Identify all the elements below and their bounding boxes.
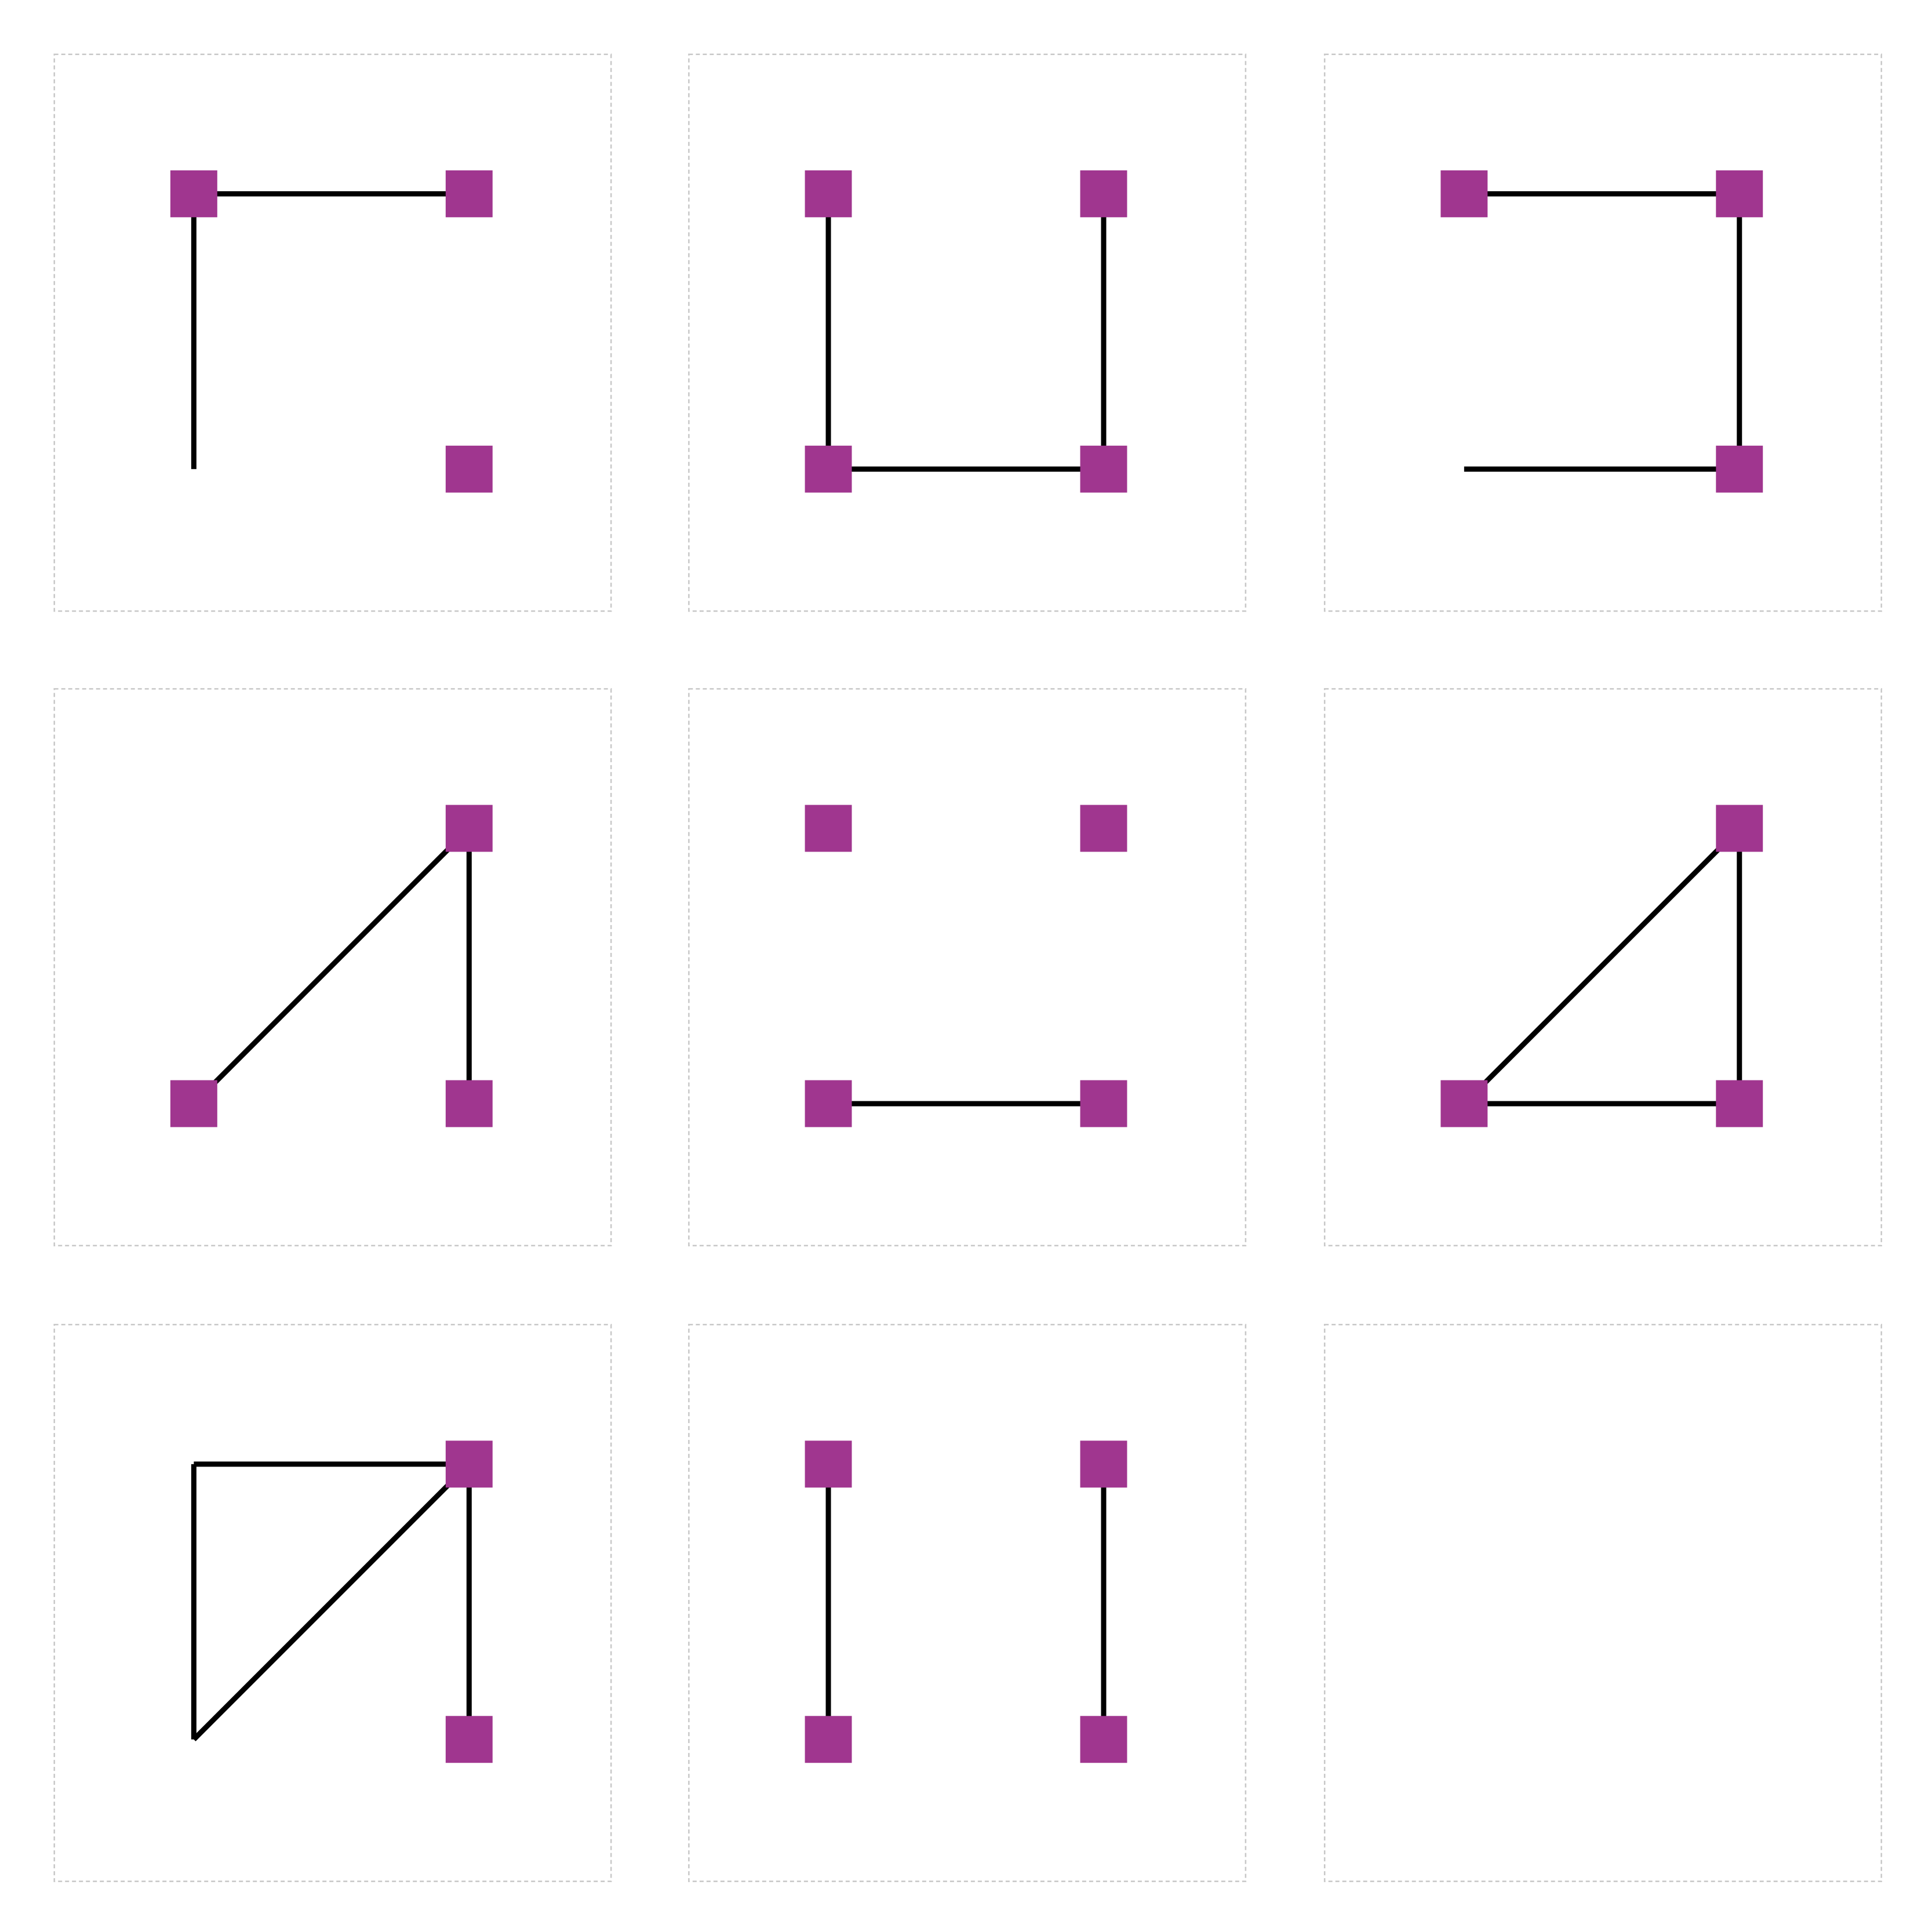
panel-r3c2 [688,1323,1247,1882]
edge-bottom-left-to-top-right [192,1462,471,1741]
node-top-right [1080,805,1127,852]
panel-r1c2 [688,53,1247,612]
panel-frame [688,53,1247,612]
panel-r2c1 [53,688,612,1247]
node-top-right [1080,1440,1127,1488]
panel-r1c3 [1323,53,1882,612]
node-top-left [805,170,852,217]
panel-frame [53,53,612,612]
panel-frame [53,688,612,1247]
edge-bottom-left-to-top-right [192,826,471,1106]
panel-r3c1 [53,1323,612,1882]
panel-r1c1 [53,53,612,612]
node-top-left [1440,170,1488,217]
node-bottom-left [805,445,852,493]
node-bottom-right [1080,1716,1127,1763]
node-bottom-left [1440,1080,1488,1127]
node-top-left [805,1440,852,1488]
panel-frame [688,1323,1247,1882]
node-top-left [170,170,217,217]
edge-bottom-left-to-top-right [1462,826,1741,1106]
missing-panel [1323,1323,1882,1882]
panel-frame [688,688,1247,1247]
node-bottom-right [445,1716,493,1763]
node-bottom-left [805,1080,852,1127]
node-top-right [1080,170,1127,217]
node-bottom-left [170,1080,217,1127]
node-bottom-right [445,1080,493,1127]
node-bottom-right [1716,445,1763,493]
node-bottom-right [1080,1080,1127,1127]
panel-frame [1323,688,1882,1247]
node-top-left [805,805,852,852]
panel-r2c3 [1323,688,1882,1247]
panel-frame [1323,1323,1882,1882]
node-bottom-right [1716,1080,1763,1127]
node-top-right [445,1440,493,1488]
node-top-right [445,805,493,852]
panel-frame [53,1323,612,1882]
panel-frame [1323,53,1882,612]
node-top-right [1716,170,1763,217]
node-bottom-right [1080,445,1127,493]
node-top-right [1716,805,1763,852]
node-bottom-left [805,1716,852,1763]
panel-r2c2 [688,688,1247,1247]
node-top-right [445,170,493,217]
node-bottom-right [445,445,493,493]
